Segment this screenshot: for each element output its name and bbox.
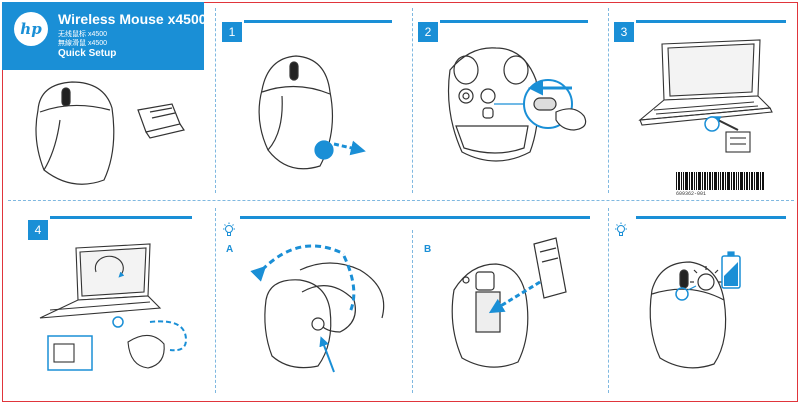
- page-frame: [2, 2, 798, 402]
- panel-divider: [608, 8, 609, 193]
- panel-divider: [608, 208, 609, 393]
- step-3-badge: 3: [614, 22, 634, 42]
- step-2-bar: [440, 20, 588, 23]
- tip-label-b: B: [424, 244, 432, 255]
- power-on-illustration: [258, 55, 366, 170]
- barcode-number: 609362-001: [676, 191, 707, 197]
- panel-divider: [215, 208, 216, 393]
- header-banner: hp Wireless Mouse x4500 无线鼠标 x4500 無線滑鼠 …: [2, 2, 207, 70]
- panel-divider: [412, 8, 413, 193]
- row-divider: [8, 200, 794, 201]
- tip-b-illustration: [451, 237, 567, 368]
- tip-battery-bar: [636, 216, 786, 219]
- step-4-bar: [50, 216, 192, 219]
- subtitle-simplified-chinese: 无线鼠标 x4500: [58, 31, 108, 38]
- tip-ab-bar: [240, 216, 590, 219]
- laptop-receiver-illustration: [638, 39, 773, 153]
- lightbulb-tip-icon: [615, 222, 627, 236]
- mouse-and-receiver-illustration: [35, 81, 185, 185]
- step-3-bar: [636, 20, 786, 23]
- step-4-badge: 4: [28, 220, 48, 240]
- subtitle-traditional-chinese: 無線滑鼠 x4500: [58, 40, 108, 47]
- panel-divider: [215, 8, 216, 193]
- step-1-bar: [244, 20, 392, 23]
- tip-a-illustration: [250, 244, 385, 373]
- panel-divider: [412, 230, 413, 393]
- product-title: Wireless Mouse x4500: [58, 11, 207, 27]
- hp-logo: hp: [14, 12, 48, 46]
- lightbulb-tip-icon: [223, 222, 235, 236]
- step-1-badge: 1: [222, 22, 242, 42]
- battery-switch-illustration: [447, 47, 587, 162]
- quick-setup-label: Quick Setup: [58, 48, 117, 59]
- battery-tip-illustration: [649, 251, 741, 369]
- tip-label-a: A: [226, 244, 234, 255]
- product-barcode: [676, 172, 764, 190]
- connect-illustration: [39, 243, 188, 371]
- step-2-badge: 2: [418, 22, 438, 42]
